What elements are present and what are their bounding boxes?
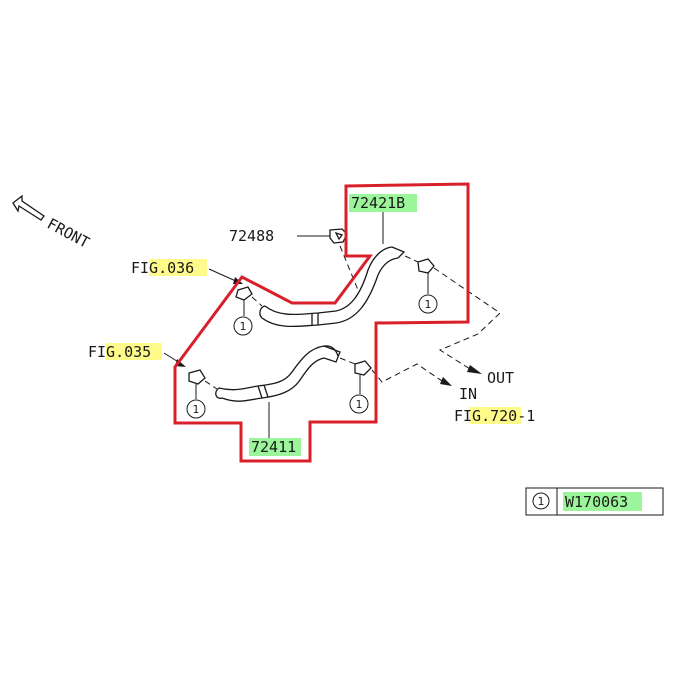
part-72411[interactable]: 72411	[249, 402, 301, 456]
legend-number: 1	[538, 495, 545, 508]
in-arrowhead-icon	[440, 377, 452, 386]
clip-dashed-line	[339, 245, 359, 291]
part-72411-label: 72411	[251, 438, 296, 456]
fig-036-label: FIG.036	[131, 259, 194, 277]
upper-hose-bottom-edge	[261, 257, 399, 328]
fig-035-reference[interactable]: FIG.035	[88, 343, 186, 367]
upper-hose-dash-to-clamp	[404, 255, 419, 263]
callout-circle	[186, 399, 206, 419]
upper-hose-top-edge	[264, 246, 393, 316]
clamp-icon	[235, 286, 253, 301]
part-72421b-highlight	[349, 194, 417, 212]
front-indicator: FRONT	[12, 194, 92, 252]
part-72421b[interactable]: 72421B	[349, 194, 417, 244]
callout-circle	[233, 316, 253, 336]
lower-hose-joint	[257, 384, 269, 399]
clamp-lower-left[interactable]: 1	[186, 369, 218, 419]
fig-720-1-reference[interactable]: FIG.720-1	[454, 407, 535, 425]
callout-number: 1	[193, 403, 200, 416]
out-arrowhead-icon	[467, 365, 482, 374]
fig-720-1-label: FIG.720-1	[454, 407, 535, 425]
fig-035-label: FIG.035	[88, 343, 151, 361]
in-label: IN	[459, 385, 477, 403]
clamp-upper-right[interactable]: 1	[417, 258, 438, 314]
part-72411-highlight	[249, 438, 301, 456]
lower-hose-top-edge	[218, 345, 339, 391]
clamp-icon	[417, 258, 435, 274]
upper-hose-right-end	[391, 246, 406, 259]
out-flow: OUT	[433, 267, 514, 387]
clamp-lower-right[interactable]: 1	[349, 360, 372, 414]
clamp-dash	[251, 296, 263, 307]
callout-number: 1	[425, 298, 432, 311]
out-label: OUT	[487, 369, 514, 387]
fig-720-1-highlight	[469, 407, 521, 424]
highlight-outline	[173, 182, 470, 463]
fig-036-reference[interactable]: FIG.036	[131, 259, 243, 284]
legend-part-highlight	[563, 492, 642, 511]
callout-number: 1	[240, 320, 247, 333]
clip-inner	[334, 231, 344, 241]
lower-hose[interactable]	[215, 345, 356, 402]
fig-036-leader	[208, 268, 239, 283]
upper-hose[interactable]	[259, 246, 419, 328]
lower-hose-left-end	[215, 387, 223, 399]
lower-hose-dash-to-clamp	[339, 357, 356, 365]
clamp-dash	[204, 380, 218, 390]
clip-icon	[329, 228, 348, 244]
front-arrow-icon	[12, 194, 45, 221]
callout-circle	[349, 394, 369, 414]
callout-circle	[418, 294, 438, 314]
front-label: FRONT	[44, 215, 92, 252]
clamp-icon	[188, 369, 206, 385]
part-72421b-label: 72421B	[351, 194, 405, 212]
legend-box: 1 W170063	[525, 487, 664, 516]
upper-hose-joint	[311, 313, 319, 325]
in-dashed-path	[371, 363, 446, 384]
clamp-upper-left[interactable]: 1	[233, 286, 263, 336]
fig-036-highlight	[149, 259, 207, 276]
legend-part-number: W170063	[565, 493, 628, 511]
upper-hose-left-end	[259, 305, 266, 319]
part-72488[interactable]: 72488	[229, 227, 359, 291]
part-72488-label: 72488	[229, 227, 274, 245]
lower-hose-right-end	[323, 345, 341, 363]
legend-callout-circle	[532, 492, 550, 510]
lower-hose-bottom-edge	[221, 357, 325, 402]
clamp-icon	[354, 360, 372, 376]
out-dashed-path	[433, 267, 501, 370]
in-flow: IN	[371, 363, 477, 403]
fig-035-highlight	[106, 343, 162, 360]
callout-number: 1	[356, 398, 363, 411]
